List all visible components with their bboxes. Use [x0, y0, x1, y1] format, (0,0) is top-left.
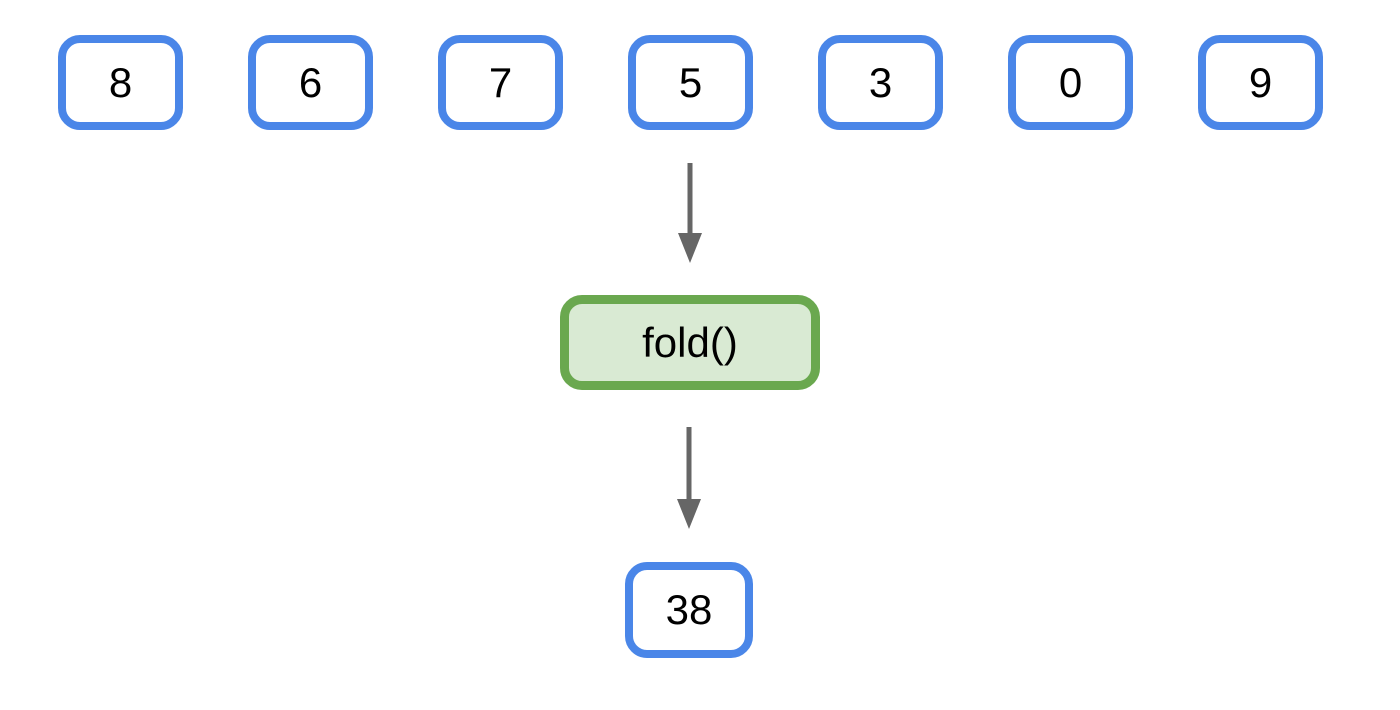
arrow-down-icon	[676, 427, 702, 529]
input-value-box: 0	[1008, 35, 1133, 130]
input-value-box: 9	[1198, 35, 1323, 130]
input-value-label: 9	[1248, 58, 1273, 106]
input-value-box: 5	[628, 35, 753, 130]
fold-operation-box: fold()	[560, 295, 820, 390]
input-value-label: 8	[108, 58, 133, 106]
input-value-label: 5	[678, 58, 703, 106]
fold-operation-label: fold()	[642, 318, 738, 366]
result-value-label: 38	[665, 586, 713, 633]
input-value-box: 6	[248, 35, 373, 130]
input-value-box: 8	[58, 35, 183, 130]
input-value-label: 6	[298, 58, 323, 106]
input-value-label: 3	[868, 58, 893, 106]
result-value-box: 38	[625, 562, 753, 658]
arrow-down-icon	[677, 163, 703, 263]
input-value-box: 7	[438, 35, 563, 130]
input-value-label: 7	[488, 58, 513, 106]
input-value-label: 0	[1058, 58, 1083, 106]
input-value-box: 3	[818, 35, 943, 130]
